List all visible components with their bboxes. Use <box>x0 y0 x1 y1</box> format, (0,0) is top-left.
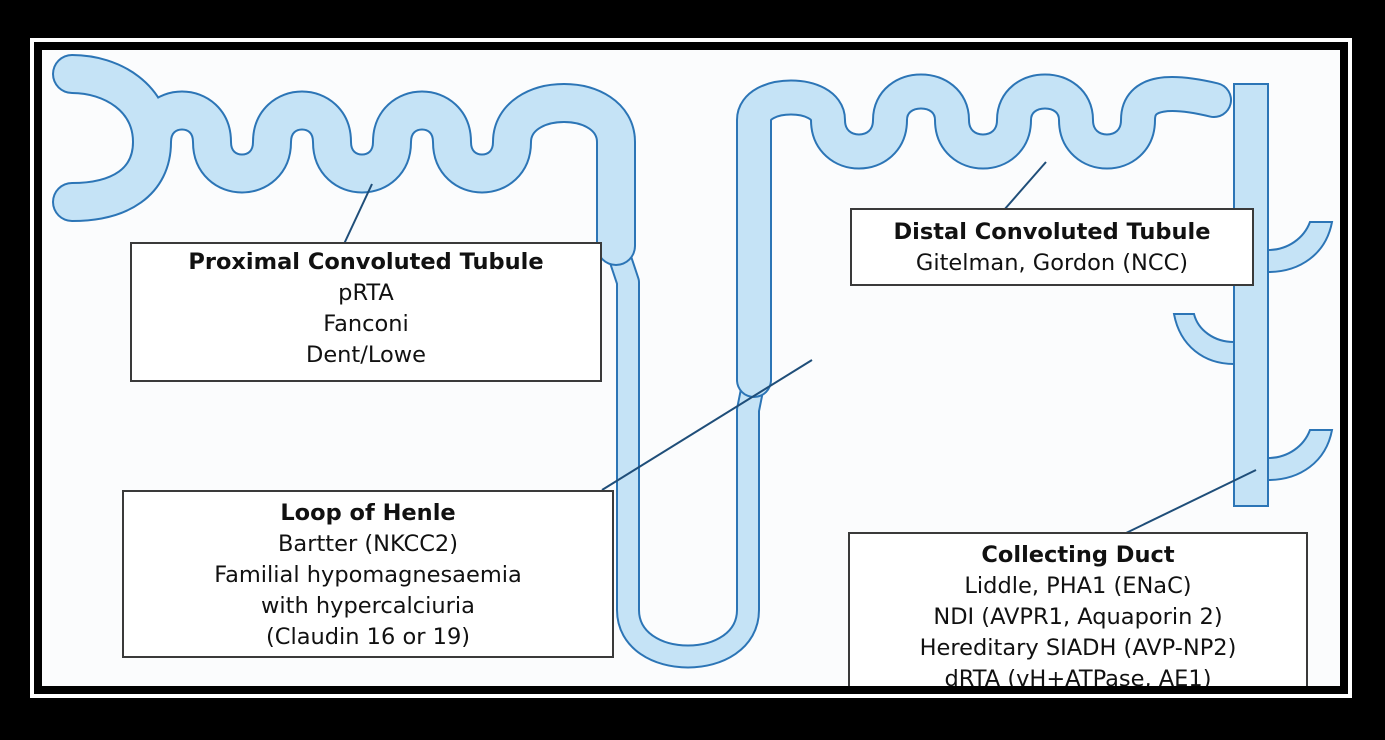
outer-frame: Proximal Convoluted Tubule pRTA Fanconi … <box>6 16 1378 722</box>
dct-title: Distal Convoluted Tubule <box>852 217 1252 248</box>
pct-label-box: Proximal Convoluted Tubule pRTA Fanconi … <box>130 242 602 382</box>
cd-title: Collecting Duct <box>850 540 1306 571</box>
cd-line: Hereditary SIADH (AVP-NP2) <box>850 633 1306 664</box>
cd-line: dRTA (vH+ATPase, AE1) <box>850 664 1306 686</box>
dct-label-box: Distal Convoluted Tubule Gitelman, Gordo… <box>850 208 1254 286</box>
loh-line: Familial hypomagnesaemia <box>124 560 612 591</box>
cd-line: NDI (AVPR1, Aquaporin 2) <box>850 602 1306 633</box>
loh-line: (Claudin 16 or 19) <box>124 622 612 653</box>
loh-line: with hypercalciuria <box>124 591 612 622</box>
diagram-canvas: Proximal Convoluted Tubule pRTA Fanconi … <box>42 50 1340 686</box>
pct-line: pRTA <box>132 278 600 309</box>
pct-title: Proximal Convoluted Tubule <box>132 247 600 278</box>
pct-line: Dent/Lowe <box>132 340 600 371</box>
collecting-duct <box>1174 84 1332 506</box>
loh-title: Loop of Henle <box>124 498 612 529</box>
pct-line: Fanconi <box>132 309 600 340</box>
cd-label-box: Collecting Duct Liddle, PHA1 (ENaC) NDI … <box>848 532 1308 686</box>
dct-leader-line <box>1004 162 1046 210</box>
loh-label-box: Loop of Henle Bartter (NKCC2) Familial h… <box>122 490 614 658</box>
loh-line: Bartter (NKCC2) <box>124 529 612 560</box>
dct-line: Gitelman, Gordon (NCC) <box>852 248 1252 279</box>
cd-line: Liddle, PHA1 (ENaC) <box>850 571 1306 602</box>
